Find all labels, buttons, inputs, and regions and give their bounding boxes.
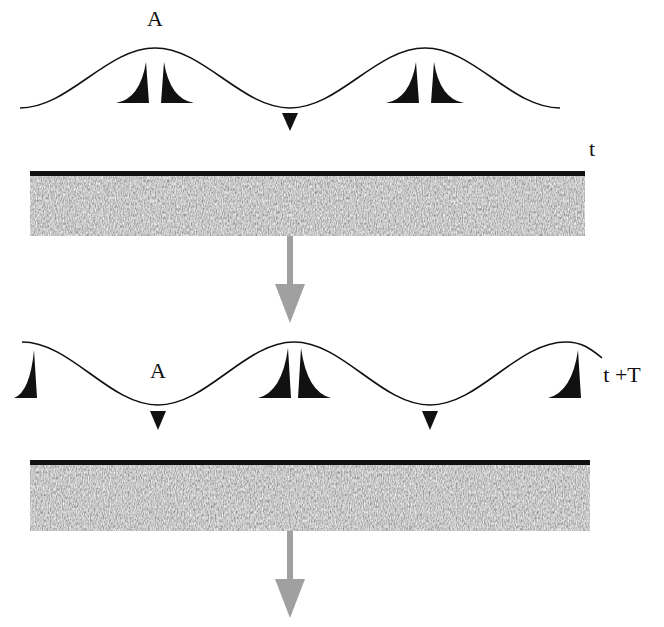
noise-band [30, 463, 590, 531]
spike-marks [14, 348, 581, 430]
spike-marks [116, 62, 464, 131]
step-arrow [275, 236, 305, 323]
amplitude-label: A [147, 8, 163, 30]
wave-curve [20, 48, 560, 108]
wave-curve [22, 342, 602, 405]
amplitude-label: A [150, 360, 166, 382]
time-label: t [589, 138, 595, 160]
time-label: t +T [603, 364, 640, 386]
band-edge [30, 171, 585, 176]
noise-band [30, 174, 585, 236]
band-edge [30, 460, 590, 465]
step-arrow [275, 531, 305, 618]
